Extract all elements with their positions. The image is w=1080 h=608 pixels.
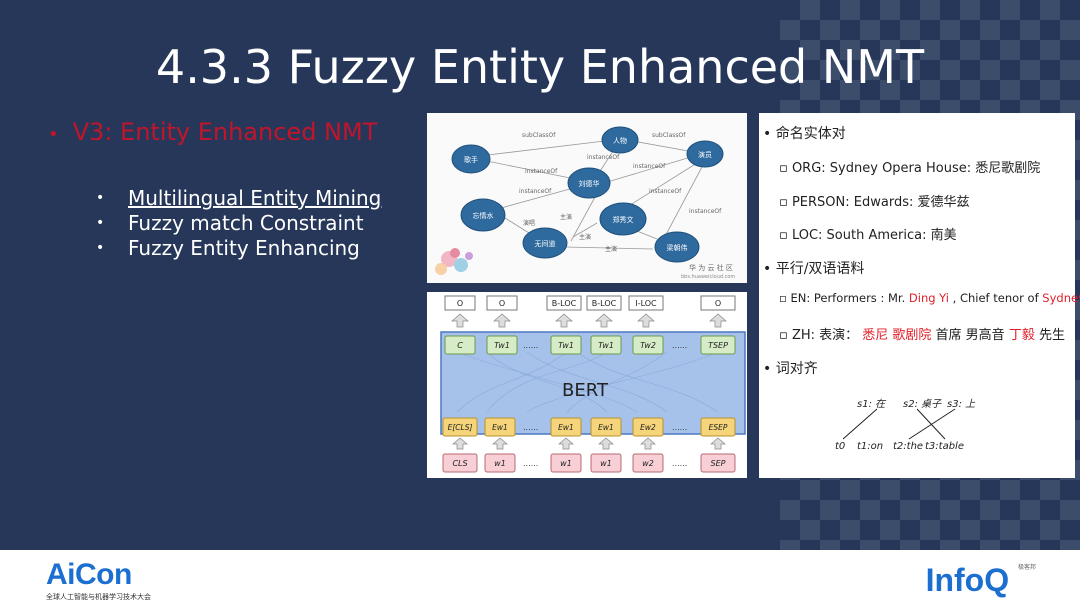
edge-label: subClassOf <box>652 132 686 139</box>
source-token: s2: 桌子 <box>903 398 942 410</box>
output-token: Tw1 <box>598 341 614 350</box>
knowledge-graph: subClassOf subClassOf instanceOf instanc… <box>427 113 747 283</box>
edge-label: instanceOf <box>519 188 552 195</box>
output-token: C <box>457 341 463 350</box>
footer <box>0 550 1080 608</box>
input-token: w2 <box>642 459 654 468</box>
node-label: 忘情水 <box>473 211 494 220</box>
tag-label: O <box>457 299 463 308</box>
output-token: Tw2 <box>640 341 656 350</box>
tag-label: O <box>715 299 721 308</box>
edge-label: 主演 <box>605 245 617 253</box>
parallel-en: ▫ EN: Performers : Mr. Ding Yi , Chief t… <box>779 291 1080 305</box>
node-label: 郑秀文 <box>613 215 634 224</box>
node-label: 人物 <box>613 136 627 145</box>
sub-bullet-link[interactable]: Multilingual Entity Mining <box>128 186 382 210</box>
aicon-logo: AiCon 全球人工智能与机器学习技术大会 <box>46 558 151 602</box>
edge-label: instanceOf <box>649 188 682 195</box>
edge-label: instanceOf <box>689 208 722 215</box>
embedding-token: E[CLS] <box>448 423 473 432</box>
node-label: 演员 <box>698 150 712 159</box>
embedding-token: Ew1 <box>558 423 574 432</box>
source-token: s3: 上 <box>947 398 976 410</box>
edge-label: 主演 <box>560 213 572 221</box>
embedding-token: Ew1 <box>492 423 508 432</box>
target-token: t1:on <box>857 441 883 452</box>
parallel-zh: ▫ ZH: 表演： 悉尼 歌剧院 首席 男高音 丁毅 先生 <box>779 328 1065 343</box>
edge-label: 演唱 <box>523 219 535 227</box>
bert-diagram-panel: BERT O O B-LOC B-LOC I-LOC O <box>427 292 747 478</box>
entity-pair: ▫ LOC: South America: 南美 <box>779 228 957 243</box>
section-heading: • 命名实体对 <box>763 126 846 142</box>
input-token: CLS <box>452 459 467 468</box>
main-bullet-text: V3: Entity Enhanced NMT <box>72 118 378 146</box>
svg-text:......: ...... <box>523 341 538 350</box>
target-token: t2:the <box>893 441 923 452</box>
embedding-token: Ew2 <box>640 423 656 432</box>
bullet-dot: • <box>48 124 59 145</box>
arrow-row <box>451 313 727 328</box>
sub-bullet-item[interactable]: •Multilingual Entity Mining <box>96 186 382 210</box>
edge-label: 主演 <box>579 233 591 241</box>
node-label: 刘德华 <box>579 179 600 188</box>
edge-label: subClassOf <box>522 132 556 139</box>
bert-diagram: BERT O O B-LOC B-LOC I-LOC O <box>427 292 747 478</box>
edge-label: instanceOf <box>587 154 620 161</box>
entity-pair: ▫ PERSON: Edwards: 爱德华兹 <box>779 195 970 210</box>
knowledge-graph-panel: subClassOf subClassOf instanceOf instanc… <box>427 113 747 283</box>
embedding-row: E[CLS] Ew1 Ew1 Ew1 Ew2 ESEP ...... .....… <box>442 417 736 437</box>
svg-text:......: ...... <box>672 459 687 468</box>
watermark-url: bbs.huaweicloud.com <box>681 274 735 280</box>
svg-text:......: ...... <box>523 459 538 468</box>
infoq-logo: InfoQ 极客邦 <box>925 562 1036 598</box>
edge-label: instanceOf <box>633 163 666 170</box>
tag-label: B-LOC <box>552 299 577 308</box>
sub-bullet-item: •Fuzzy match Constraint <box>96 211 364 235</box>
source-token: s1: 在 <box>857 398 887 410</box>
word-alignment-diagram: s1: 在 s2: 桌子 s3: 上 t0 t1:on t2:the t3:ta… <box>835 398 976 452</box>
target-token: t3:table <box>925 441 964 452</box>
input-token: w1 <box>494 459 506 468</box>
output-token: Tw1 <box>494 341 510 350</box>
svg-text:......: ...... <box>672 341 687 350</box>
tag-label: I-LOC <box>635 299 657 308</box>
node-label: 歌手 <box>464 155 478 164</box>
svg-text:......: ...... <box>672 423 687 432</box>
input-token: w1 <box>600 459 612 468</box>
node-label: 无间道 <box>535 239 556 248</box>
input-token: w1 <box>560 459 572 468</box>
embedding-token: Ew1 <box>598 423 614 432</box>
edge-label: instanceOf <box>525 168 558 175</box>
decorative-flower-icon <box>435 248 473 275</box>
bert-label: BERT <box>562 380 609 401</box>
svg-text:......: ...... <box>523 423 538 432</box>
entity-example-panel: • 命名实体对 ▫ ORG: Sydney Opera House: 悉尼歌剧院… <box>759 113 1080 478</box>
entity-pair: ▫ ORG: Sydney Opera House: 悉尼歌剧院 <box>779 161 1041 176</box>
embedding-token: ESEP <box>709 423 728 432</box>
target-token: t0 <box>835 441 845 452</box>
main-bullet: • V3: Entity Enhanced NMT <box>48 118 377 146</box>
input-row: CLS w1 w1 w1 w2 SEP ...... ...... <box>442 453 736 473</box>
section-heading: • 平行/双语语料 <box>763 261 865 277</box>
sub-bullet-item: •Fuzzy Entity Enhancing <box>96 236 360 260</box>
slide-title: 4.3.3 Fuzzy Entity Enhanced NMT <box>155 40 925 94</box>
tag-label: O <box>499 299 505 308</box>
watermark: 华 为 云 社 区 <box>689 263 733 272</box>
slide: 4.3.3 Fuzzy Entity Enhanced NMT • V3: Ent… <box>48 0 1080 550</box>
tag-label: B-LOC <box>592 299 617 308</box>
input-token: SEP <box>711 459 726 468</box>
node-label: 梁朝伟 <box>667 243 688 252</box>
output-token: Tw1 <box>558 341 574 350</box>
sub-bullet-list: •Multilingual Entity Mining •Fuzzy match… <box>96 186 381 261</box>
arrow-row <box>452 437 726 450</box>
output-row: C Tw1 Tw1 Tw1 Tw2 TSEP ...... ...... <box>444 335 736 355</box>
output-token: TSEP <box>708 341 728 350</box>
label-row: O O B-LOC B-LOC I-LOC O <box>444 295 736 311</box>
section-heading: • 词对齐 <box>763 361 818 377</box>
